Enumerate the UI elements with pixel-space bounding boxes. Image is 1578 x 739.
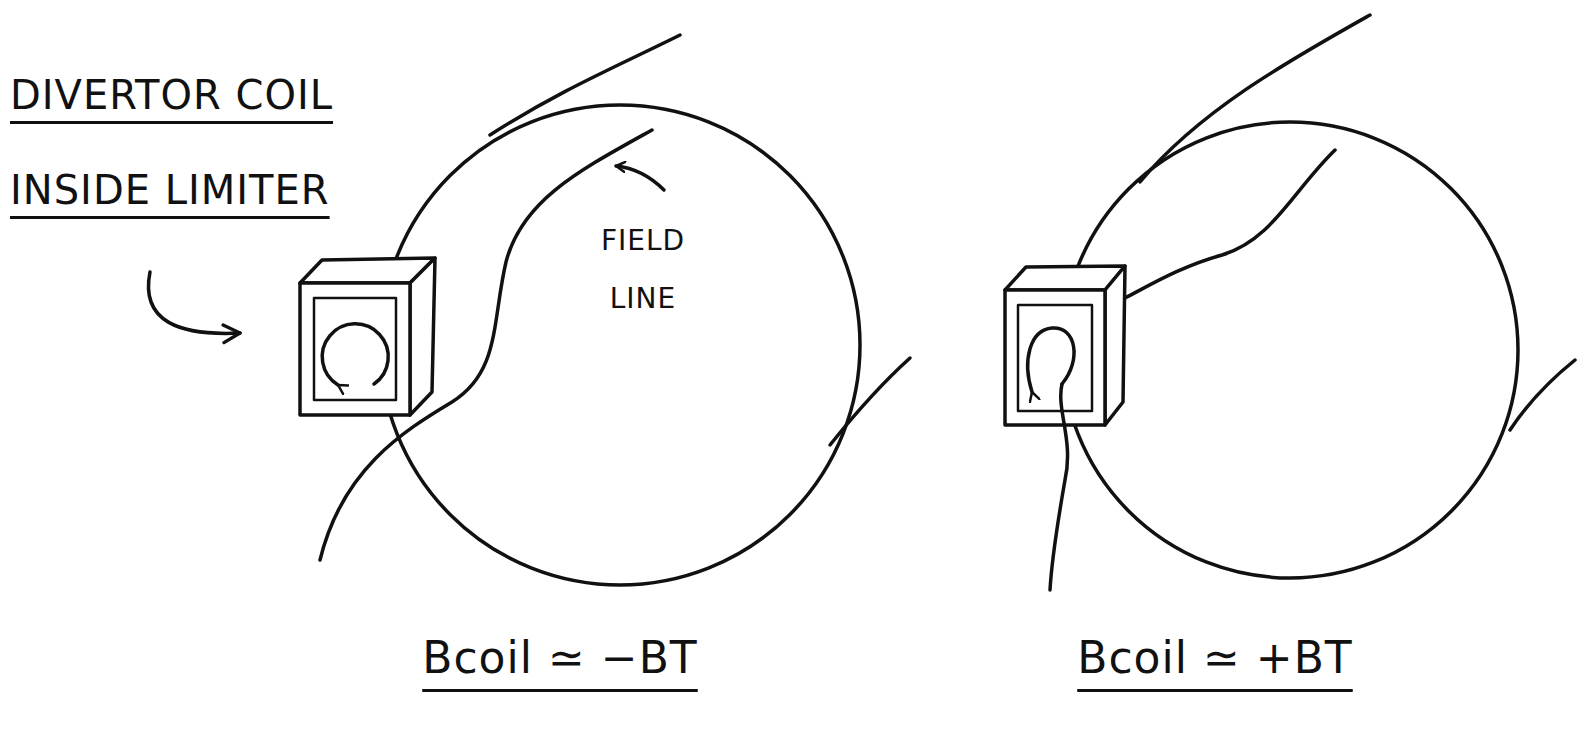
- plasma-boundary: [1062, 122, 1518, 578]
- coil-face: [1018, 305, 1092, 411]
- callout-label: DIVERTOR COIL INSIDE LIMITER: [10, 48, 480, 238]
- current-arrow: [1028, 328, 1074, 392]
- divertor-coil: [1005, 290, 1105, 425]
- current-arrow: [322, 324, 388, 385]
- field-line: [490, 35, 680, 135]
- field-line: [830, 358, 910, 445]
- pointer-arrow: [616, 166, 664, 190]
- field-line: [1125, 150, 1335, 298]
- coil-field-label: Bcoil ≃ +BT: [1077, 628, 1353, 688]
- plasma-boundary: [380, 105, 860, 585]
- right-figure: [1005, 15, 1575, 590]
- coil-field-label: Bcoil ≃ −BT: [422, 628, 698, 688]
- coil-side-face: [410, 258, 435, 415]
- field-line-label: FIELD LINE: [568, 212, 718, 328]
- coil-face: [314, 298, 396, 400]
- divertor-coil: [300, 283, 410, 415]
- coil-side-face: [1105, 266, 1125, 425]
- pointer-arrow: [148, 272, 240, 333]
- field-line: [1050, 384, 1068, 590]
- field-line: [1140, 15, 1370, 182]
- field-line: [1510, 360, 1575, 430]
